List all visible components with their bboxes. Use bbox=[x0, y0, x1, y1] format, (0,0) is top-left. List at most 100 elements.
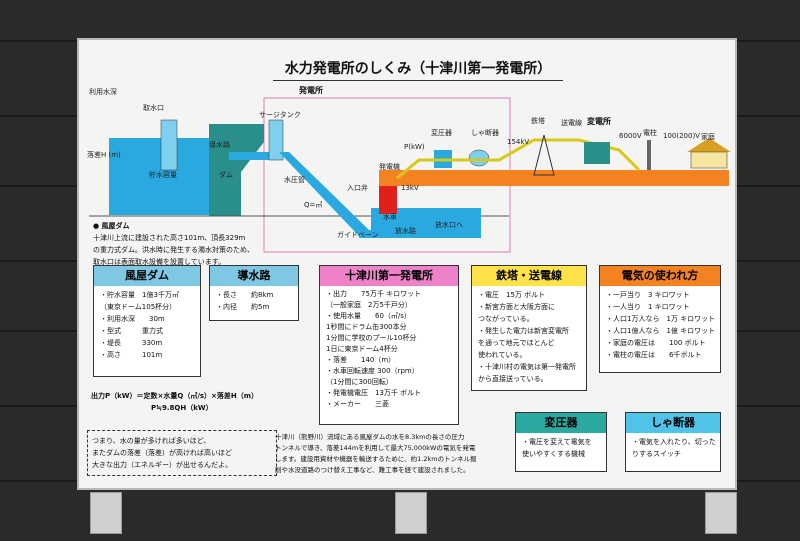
card-usage-line: ・家庭の電圧は 100 ボルト bbox=[606, 339, 706, 347]
card-plant-line: 1日に東京ドーム4杯分 bbox=[326, 345, 398, 353]
dam-body bbox=[209, 124, 241, 216]
summary-line: つまり、水の量が多ければ多いほど、 bbox=[92, 437, 211, 445]
dam-slope bbox=[241, 124, 264, 172]
generator-box bbox=[379, 178, 397, 214]
breaker-box bbox=[468, 149, 490, 167]
plant-label: 発電所 bbox=[299, 86, 323, 95]
info-board: 水力発電所のしくみ（十津川第一発電所） 利用水深 取水口 発電所 サージタンク … bbox=[77, 38, 737, 490]
card-transformer-line: 使いやすくする機械 bbox=[522, 450, 585, 458]
card-plant: 十津川第一発電所 ・出力 75万千 キロワット （一般家庭 2万5千戸分） ・使… bbox=[319, 265, 459, 425]
v100-label: 100(200)V bbox=[663, 132, 700, 140]
dam-note-line: の重力式ダム。洪水時に発生する濁水対策のため、 bbox=[93, 246, 254, 254]
description-line: トンネルで導き、落差144mを利用して最大75,000kWの電気を発電 bbox=[275, 444, 476, 452]
card-plant-line: 1秒間にドラム缶300本分 bbox=[326, 323, 407, 331]
card-dam-line: ・貯水容量 1億3千万㎥ bbox=[100, 291, 179, 299]
card-usage: 電気の使われ方 ・一戸当り 3 キロワット ・一人当り 1 キロワット ・人口1… bbox=[599, 265, 721, 373]
substation-box bbox=[584, 142, 610, 164]
dam-note: ● 風屋ダム 十津川上流に建設された高さ101m、頂長329m の重力式ダム。洪… bbox=[93, 220, 313, 268]
generator-kv-label: 13kV bbox=[401, 184, 419, 192]
house-label: 家庭 bbox=[701, 133, 715, 141]
dam-note-line: 取水口は表面取水設備を設置しています。 bbox=[93, 258, 226, 266]
card-dam-header: 風屋ダム bbox=[94, 266, 200, 286]
card-tower-line: から直接送っている。 bbox=[478, 375, 548, 383]
intake-label: 取水口 bbox=[143, 104, 164, 112]
dam-note-line: 十津川上流に建設された高さ101m、頂長329m bbox=[93, 234, 246, 242]
pole-label: 電柱 bbox=[643, 129, 657, 137]
card-usage-line: ・人口1万人なら 1万 キロワット bbox=[606, 315, 716, 323]
description-line: します。建設用資材や機器を輸送するために、約1.2kmのトンネル掘 bbox=[275, 455, 477, 463]
card-dam-line: ・利用水深 30m bbox=[100, 315, 165, 323]
formula-line: P≒9.8QH（kW） bbox=[151, 404, 213, 412]
summary-line: 大きな出力（エネルギー）が出せるんだよ。 bbox=[92, 461, 232, 469]
card-dam-line: ・型式 重力式 bbox=[100, 327, 163, 335]
substation-label: 変電所 bbox=[587, 117, 611, 126]
card-transformer-line: ・電圧を変えて電気を bbox=[522, 438, 592, 446]
card-plant-line: ・落差 140（m） bbox=[326, 356, 396, 364]
card-usage-line: ・人口1億人なら 1億 キロワット bbox=[606, 327, 716, 335]
tailrace-label: 放水路 bbox=[395, 227, 416, 235]
summary-line: またダムの落差（落差）が高ければ高いほど bbox=[92, 449, 232, 457]
house-roof bbox=[687, 138, 731, 152]
card-tower: 鉄塔・送電線 ・電圧 15万 ボルト ・新宮方面と大阪方面に つながっている。 … bbox=[471, 265, 587, 391]
card-transformer: 変圧器 ・電圧を変えて電気を 使いやすくする機械 bbox=[515, 412, 607, 472]
line-kv-label: 154kV bbox=[507, 138, 530, 146]
description-line: 十津川（熊野川）流域にある風屋ダムの水を8.3kmの長さの圧力 bbox=[275, 433, 465, 441]
house-body bbox=[690, 151, 728, 169]
card-breaker: しゃ断器 ・電気を入れたり、切った りするスイッチ bbox=[625, 412, 721, 472]
card-plant-line: ・メーカー 三菱 bbox=[326, 400, 389, 408]
card-plant-line: （一般家庭 2万5千戸分） bbox=[326, 301, 412, 309]
card-plant-header: 十津川第一発電所 bbox=[320, 266, 458, 286]
card-dam-line: ・高さ 101m bbox=[100, 351, 163, 359]
intake-tower bbox=[160, 119, 178, 171]
card-plant-line: （1分間に300回転） bbox=[326, 378, 393, 386]
guide-vane-label: ガイドベーン bbox=[337, 231, 379, 239]
card-tower-line: ・発生した電力は新宮変電所 bbox=[478, 327, 569, 335]
card-plant-line: 1分間に学校のプール10杯分 bbox=[326, 334, 417, 342]
sign-post bbox=[395, 492, 427, 534]
line-label: 送電線 bbox=[561, 119, 582, 127]
sign-post bbox=[90, 492, 122, 534]
card-tower-line: を通って地元でほとんど bbox=[478, 339, 555, 347]
tower-shape bbox=[533, 134, 555, 176]
head-label: 落差H (m) bbox=[87, 151, 121, 159]
sign-post bbox=[705, 492, 737, 534]
card-tower-header: 鉄塔・送電線 bbox=[472, 266, 586, 286]
description: 十津川（熊野川）流域にある風屋ダムの水を8.3kmの長さの圧力 トンネルで導き、… bbox=[275, 432, 511, 476]
card-plant-line: ・水車回転速度 300（rpm） bbox=[326, 367, 419, 375]
formula-line: 出力P（kW）＝定数×水量Q（㎥/s）×落差H（m） bbox=[91, 392, 259, 400]
card-usage-line: ・電柱の電圧は 6千ボルト bbox=[606, 351, 702, 359]
generator-label: 発電機 bbox=[379, 163, 400, 171]
turbine-label: 水車 bbox=[383, 213, 397, 221]
card-plant-line: ・出力 75万千 キロワット bbox=[326, 290, 422, 298]
card-dam-line: ・堤長 330m bbox=[100, 339, 163, 347]
card-transformer-header: 変圧器 bbox=[516, 413, 606, 433]
card-conduit-line: ・長さ 約8km bbox=[216, 291, 274, 299]
volume-label: 貯水容量 bbox=[149, 171, 177, 179]
orange-floor bbox=[379, 170, 729, 186]
dam-label: ダム bbox=[219, 171, 233, 179]
inlet-valve-label: 入口弁 bbox=[347, 184, 368, 192]
power-label: P(kW) bbox=[404, 143, 425, 151]
card-breaker-line: ・電気を入れたり、切った bbox=[632, 438, 716, 446]
tower-label: 鉄塔 bbox=[531, 117, 545, 125]
card-tower-line: ・十津川村の電気は第一発電所 bbox=[478, 363, 576, 371]
card-tower-line: ・電圧 15万 ボルト bbox=[478, 291, 546, 299]
board-title: 水力発電所のしくみ（十津川第一発電所） bbox=[273, 58, 563, 81]
card-usage-line: ・一戸当り 3 キロワット bbox=[606, 291, 690, 299]
reservoir-water bbox=[109, 138, 219, 215]
description-line: 削や水没道路のつけ替え工事など、難工事を経て建設されました。 bbox=[275, 466, 470, 474]
penstock-pipe bbox=[279, 152, 369, 236]
turbine-pipe bbox=[359, 230, 379, 238]
formula: 出力P（kW）＝定数×水量Q（㎥/s）×落差H（m） P≒9.8QH（kW） bbox=[91, 390, 311, 414]
card-conduit-header: 導水路 bbox=[210, 266, 298, 286]
card-breaker-header: しゃ断器 bbox=[626, 413, 720, 433]
card-tower-line: ・新宮方面と大阪方面に bbox=[478, 303, 555, 311]
summary-box: つまり、水の量が多ければ多いほど、 またダムの落差（落差）が高ければ高いほど 大… bbox=[87, 430, 277, 476]
conduit-pipe bbox=[229, 152, 279, 160]
pole-shape bbox=[647, 140, 651, 170]
conduit-label: 導水路 bbox=[209, 141, 230, 149]
penstock-label: 水圧管 bbox=[284, 176, 305, 184]
transformer-label: 変圧器 bbox=[431, 129, 452, 137]
card-conduit: 導水路 ・長さ 約8km ・内径 約5m bbox=[209, 265, 299, 321]
card-tower-line: 使われている。 bbox=[478, 351, 527, 359]
